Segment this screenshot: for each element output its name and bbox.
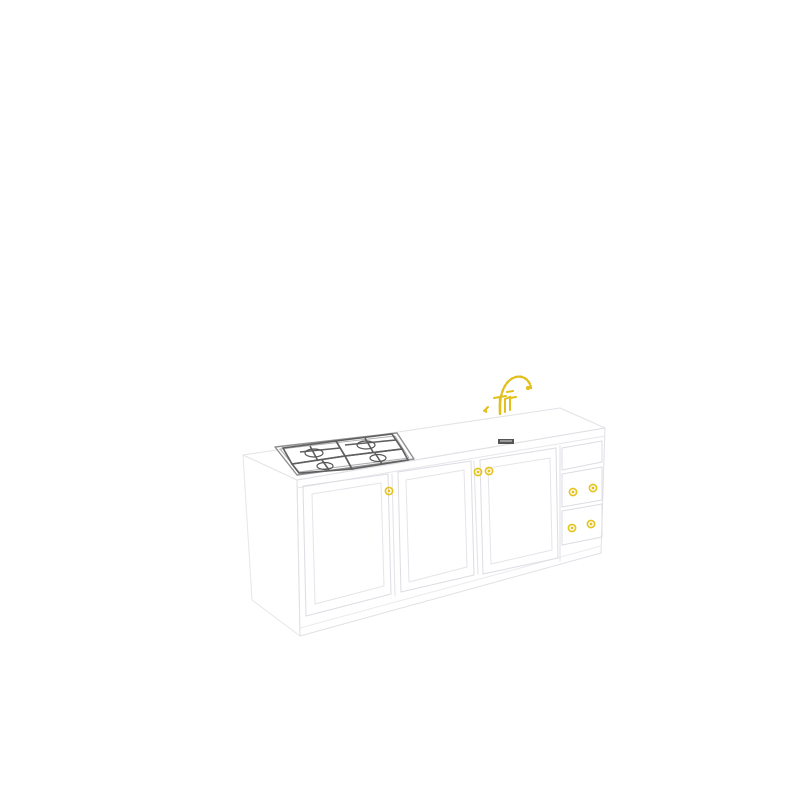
knob-icon	[588, 483, 598, 493]
soap-dispenser-icon	[504, 390, 517, 413]
cooktop-grates	[281, 433, 410, 474]
burners	[304, 440, 387, 471]
faucet-handle	[493, 395, 507, 399]
island-left-side	[242, 454, 301, 637]
burner-icon	[356, 440, 376, 450]
kitchen-island	[242, 407, 606, 637]
drawer-top	[561, 440, 603, 471]
cabinet-door-3-panel	[487, 457, 553, 565]
cabinet-door-2	[397, 460, 475, 593]
knob-icon	[567, 523, 577, 533]
knob-icon	[568, 487, 578, 497]
knob-icon	[586, 519, 596, 529]
cabinet-door-2-panel	[405, 469, 468, 583]
island-front-face	[296, 427, 606, 637]
gas-cooktop	[274, 432, 415, 476]
burner-icon	[304, 448, 324, 458]
stile	[391, 473, 396, 597]
faucet	[483, 375, 533, 416]
drawer-lower	[561, 503, 603, 546]
knob-icon	[473, 467, 483, 477]
burner-icon	[369, 453, 387, 463]
burner-icon	[316, 461, 334, 471]
door-knobs	[384, 466, 494, 496]
drawer-upper	[561, 466, 603, 508]
stile	[473, 460, 479, 575]
drawer-knobs	[567, 483, 598, 533]
cabinet-door-3	[479, 447, 559, 575]
sink-drain	[498, 439, 514, 444]
cabinet-door-1	[302, 473, 392, 617]
sprayer-icon	[483, 406, 489, 413]
knob-icon	[484, 466, 494, 476]
knob-icon	[384, 486, 394, 496]
cabinet-door-1-panel	[311, 482, 385, 605]
